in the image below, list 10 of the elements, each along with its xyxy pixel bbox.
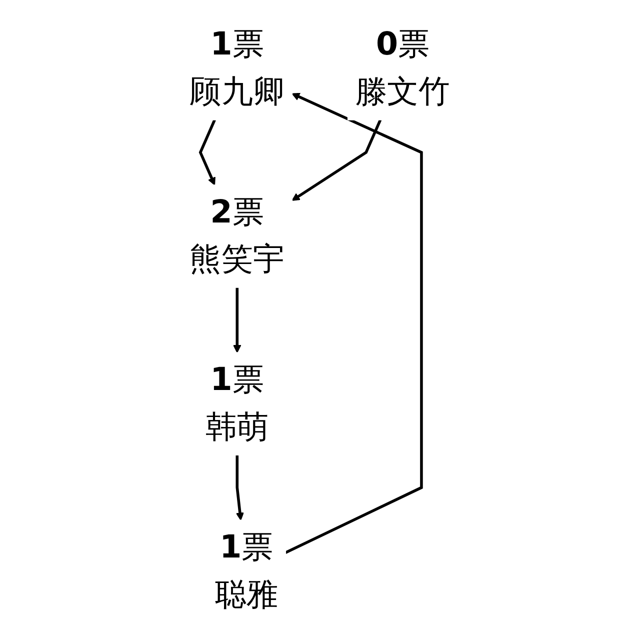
arrow: [284, 92, 423, 554]
arrow: [198, 119, 216, 186]
node-text: 1票 韩萌: [205, 360, 269, 446]
node-text: 0票 滕文竹: [355, 26, 450, 111]
arrow: [236, 454, 244, 521]
node-text: 1票 聪雅: [214, 528, 278, 614]
arrow: [292, 119, 382, 201]
node-text: 1票 顾九卿: [190, 26, 285, 111]
node-text: 2票 熊笑宇: [190, 193, 285, 278]
arrow: [233, 287, 242, 353]
